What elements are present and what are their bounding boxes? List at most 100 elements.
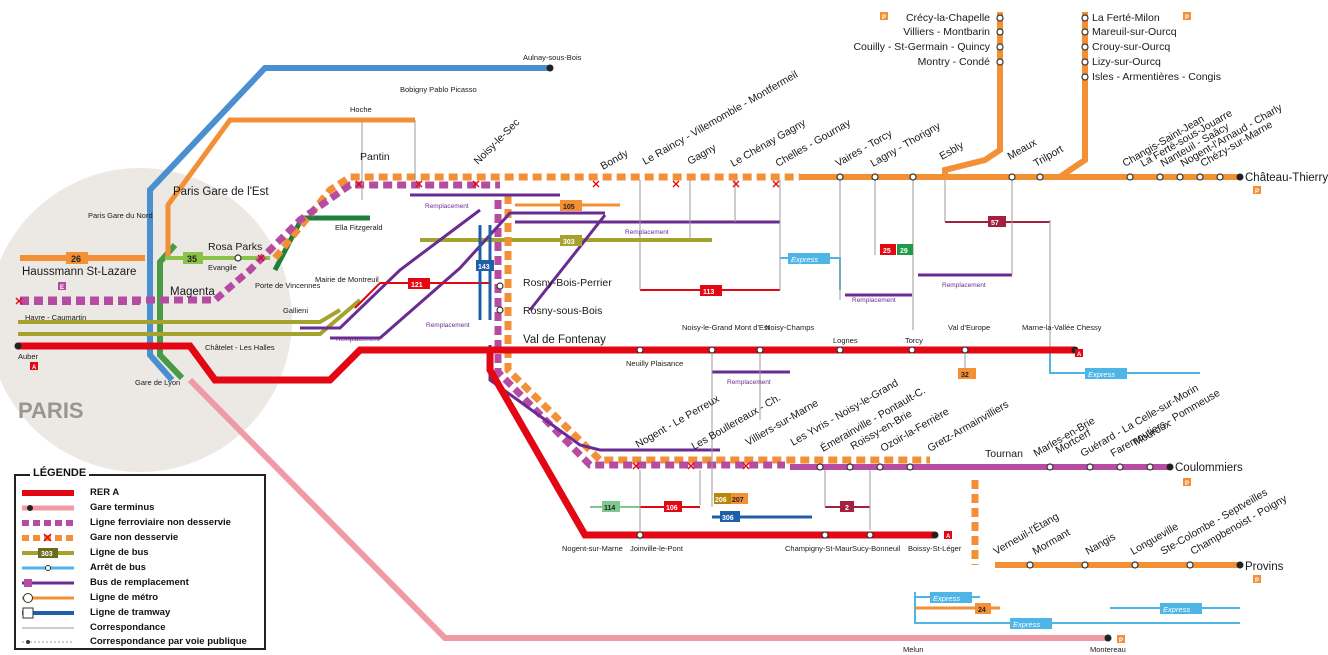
line-pictograms: A A P P P P P P E A (30, 12, 1261, 644)
label-noisy-le-sec: Noisy-le-Sec (472, 117, 523, 168)
label-neuilly: Neuilly Plaisance (626, 359, 683, 368)
label-crecy-0: Crécy-la-Chapelle (906, 12, 990, 24)
tram-line-pink (187, 377, 1108, 641)
replacement-bus-2 (330, 211, 605, 340)
legend-tram-swatch (22, 607, 74, 619)
bus-badge-35: 35 (187, 254, 197, 264)
label-lognes: Lognes (833, 336, 858, 345)
legend-label: Bus de remplacement (90, 577, 189, 588)
label-noisy-grand: Noisy-le-Grand Mont d'Est (682, 323, 771, 332)
label-ferte-3: Lizy-sur-Ourcq (1092, 56, 1161, 68)
legend-label: Ligne ferroviaire non desservie (90, 517, 231, 528)
legend-metro-swatch (22, 593, 74, 603)
express-badge-3: Express (933, 594, 960, 603)
label-melun: Melun (903, 645, 923, 654)
label-crecy-2: Couilly - St-Germain - Quincy (853, 41, 990, 53)
rer-a-main (18, 342, 1075, 384)
express-badge-1: Express (791, 255, 818, 264)
label-evangile: Evangile (208, 263, 237, 272)
label-chateau-thierry: Château-Thierry (1245, 172, 1328, 184)
label-gare-nord: Paris Gare du Nord (88, 211, 153, 220)
bus-badge-57: 57 (991, 220, 999, 227)
bus-badge-121: 121 (411, 282, 423, 289)
express-badges: Express Express Express Express Express (788, 253, 1202, 629)
express-badge-5: Express (1163, 605, 1190, 614)
label-aulnay: Aulnay-sous-Bois (523, 53, 582, 62)
north-crecy-labels: Crécy-la-Chapelle Villiers - Montbarin C… (853, 12, 990, 68)
bus-badge-26: 26 (71, 254, 81, 264)
legend-item-rer-a: RER A (22, 486, 262, 500)
olive-line-1 (18, 308, 342, 324)
legend-label: Ligne de bus (90, 547, 149, 558)
station-dots (186, 14, 1224, 569)
label-ferte-1: Mareuil-sur-Ourcq (1092, 26, 1177, 38)
express-line-3 (914, 592, 1240, 624)
bus-badge-24: 24 (978, 607, 986, 614)
label-auber: Auber (18, 352, 39, 361)
paris-label: PARIS (18, 398, 84, 423)
label-rosny-sous-bois: Rosny-sous-Bois (523, 305, 602, 317)
legend-replacement-bus-swatch (22, 579, 74, 587)
label-rosny-perrier: Rosny-Bois-Perrier (523, 277, 612, 289)
label-champigny: Champigny-St-Maur (785, 544, 853, 553)
picto-p-coulommiers: P (1185, 481, 1189, 487)
remplacement-tag-2: Remplacement (625, 229, 669, 236)
replacement-bus-6 (528, 214, 607, 311)
bus-badge-303: 303 (563, 239, 575, 246)
label-haussmann: Haussmann St-Lazare (22, 266, 136, 278)
label-gagny: Gagny (686, 141, 719, 167)
picto-p-chateau: P (1255, 189, 1259, 195)
legend-label: RER A (90, 487, 120, 498)
remplacement-tag-7: Remplacement (727, 379, 771, 386)
label-chenay: Le Chénay Gagny (729, 117, 809, 170)
legend-label: Ligne de métro (90, 592, 159, 603)
label-hoche: Hoche (350, 105, 372, 114)
label-guerard: Guérard - La Celle-sur-Morin (1079, 382, 1201, 460)
label-havre: Havre - Caumartin (25, 313, 86, 322)
label-gare-est: Paris Gare de l'Est (173, 186, 269, 198)
picto-p-crecy: P (882, 15, 886, 21)
bus-badge-106: 106 (666, 505, 678, 512)
provins-labels: Verneuil-l'Étang Mormant Nangis Longuevi… (903, 487, 1290, 654)
legend-item-metro: Ligne de métro (22, 591, 262, 605)
express-badge-4: Express (1013, 620, 1040, 629)
label-bondy: Bondy (599, 147, 631, 173)
legend-label: Ligne de tramway (90, 607, 171, 618)
label-coulommiers: Coulommiers (1175, 462, 1243, 474)
picto-a-auber: A (32, 365, 37, 371)
label-crecy-3: Montry - Condé (918, 56, 991, 68)
label-val-europe: Val d'Europe (948, 323, 990, 332)
rer-b-line (147, 65, 550, 382)
line-p-bobigny (165, 117, 415, 260)
label-raincy: Le Raincy - Villemomble - Montfermeil (641, 69, 800, 168)
legend-label: Arrêt de bus (90, 562, 146, 573)
label-mairie-montreuil: Mairie de Montreuil (315, 275, 379, 284)
label-tournan: Tournan (985, 448, 1023, 460)
olive-line-2 (18, 298, 362, 336)
legend-item-non-served-line: Ligne ferroviaire non desservie (22, 516, 262, 530)
replacement-tags: Remplacement Remplacement Remplacement R… (336, 203, 986, 386)
label-noisy-champs: Noisy-Champs (765, 323, 814, 332)
bus-badge-113: 113 (703, 289, 714, 296)
label-ferte-2: Crouy-sur-Ourcq (1092, 41, 1170, 53)
remplacement-tag-6: Remplacement (942, 282, 986, 289)
bus-badges: 26 35 121 113 105 303 143 25 29 57 32 11… (66, 200, 1006, 614)
remplacement-tag-5: Remplacement (852, 297, 896, 304)
legend-label: Correspondance par voie publique (90, 636, 247, 647)
label-torcy: Torcy (905, 336, 923, 345)
label-rosa-parks: Rosa Parks (208, 241, 262, 253)
label-magenta: Magenta (170, 286, 215, 298)
rer-a-boissy (486, 350, 935, 539)
legend-item-bus-stop: Arrêt de bus (22, 561, 262, 575)
legend-non-served-line-swatch (22, 520, 74, 526)
bus-143-line (478, 225, 492, 320)
line-p-dashed-south (504, 195, 930, 464)
legend-title: LÉGENDE (30, 467, 90, 479)
label-gallieni: Gallieni (283, 306, 308, 315)
label-boissy: Boissy-St-Léger (908, 544, 962, 553)
picto-a-boissy: A (946, 534, 951, 540)
label-chessy: Marne-la-Vallée Chessy (1022, 323, 1102, 332)
legend-bus-stop-swatch (22, 565, 74, 571)
picto-p-montereau: P (1119, 638, 1123, 644)
rer-a-south-labels: Nogent-sur-Marne Joinville-le-Pont Champ… (562, 544, 962, 553)
